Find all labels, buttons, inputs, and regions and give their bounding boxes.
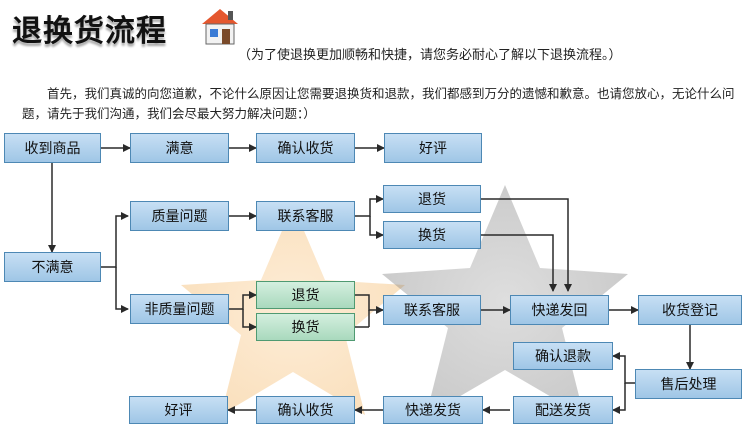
node-delivery-shipping: 配送发货 [513, 396, 613, 424]
node-return-nonquality: 退货 [256, 281, 355, 309]
node-good-review-2: 好评 [129, 396, 228, 424]
node-return: 退货 [383, 185, 481, 213]
node-confirm-refund: 确认退款 [513, 342, 613, 370]
node-quality-issue: 质量问题 [130, 201, 229, 231]
node-contact-service: 联系客服 [256, 201, 355, 231]
node-exchange-nonquality: 换货 [256, 313, 355, 341]
node-confirm-receipt-2: 确认收货 [256, 396, 355, 424]
intro-paragraph: 首先，我们真诚的向您道歉，不论什么原因让您需要退换货和退款，我们都感到万分的遗憾… [22, 86, 735, 121]
node-contact-service-2: 联系客服 [383, 295, 481, 325]
node-receive-goods: 收到商品 [4, 133, 101, 163]
page-title: 退换货流程 [12, 14, 167, 49]
orange-star-decoration [181, 205, 405, 415]
node-exchange: 换货 [383, 221, 481, 249]
node-receipt-registration: 收货登记 [638, 295, 742, 325]
node-good-review: 好评 [384, 133, 482, 163]
node-after-sales: 售后处理 [635, 369, 742, 399]
node-express-ship: 快递发货 [383, 396, 483, 424]
node-confirm-receipt: 确认收货 [256, 133, 355, 163]
page-subtitle: （为了使退换更加顺畅和快捷，请您务必耐心了解以下退换流程。） [238, 48, 622, 63]
node-non-quality-issue: 非质量问题 [130, 294, 229, 324]
node-satisfied: 满意 [130, 133, 229, 163]
house-icon [202, 9, 238, 45]
node-dissatisfied: 不满意 [4, 252, 101, 282]
node-express-send-back: 快递发回 [510, 295, 609, 325]
